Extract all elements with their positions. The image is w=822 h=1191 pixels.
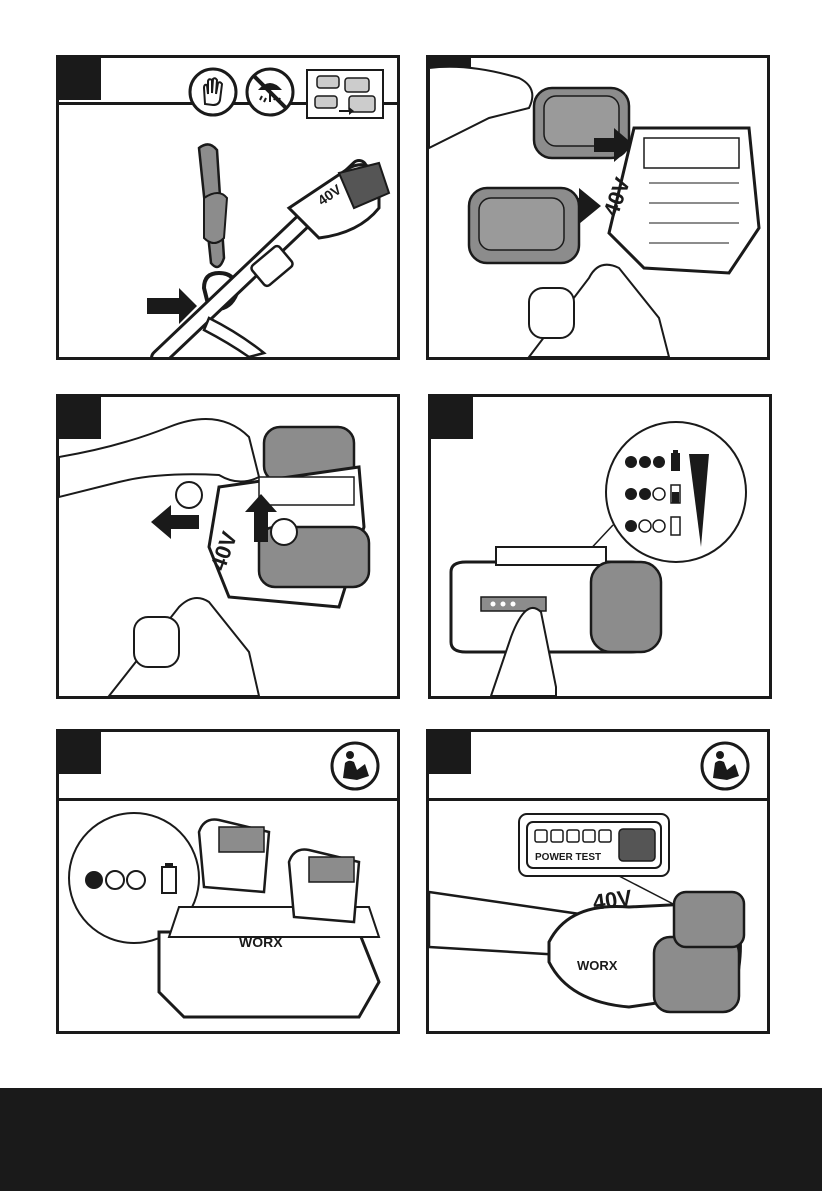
- illustration-remove-battery: 40V: [59, 397, 397, 696]
- step-panel-3: 40V: [56, 394, 400, 699]
- step-panel-2: 40V: [426, 55, 770, 360]
- illustration-power-test: POWER TEST 40V WORX: [429, 732, 767, 1031]
- footer-bar: [0, 1088, 822, 1191]
- brand-label: WORX: [239, 934, 283, 950]
- step-panel-4: [428, 394, 772, 699]
- step-panel-1: 40V: [56, 55, 400, 360]
- illustration-battery-level-check: [431, 397, 769, 696]
- step-panel-6: POWER TEST 40V WORX: [426, 729, 770, 1034]
- illustration-charger: WORX: [59, 732, 397, 1031]
- illustration-strap-attach: 40V: [59, 58, 397, 357]
- step-panel-5: WORX: [56, 729, 400, 1034]
- power-test-label: POWER TEST: [535, 852, 601, 863]
- illustration-insert-battery: 40V: [429, 58, 767, 357]
- brand-label: WORX: [577, 958, 618, 973]
